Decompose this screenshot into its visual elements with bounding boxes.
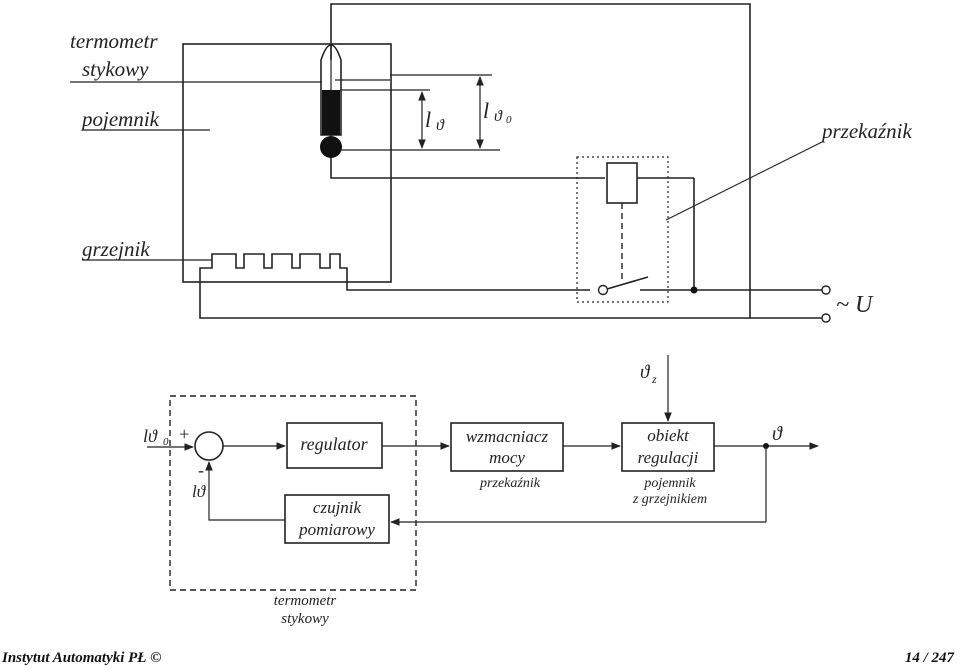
relay-box [576, 156, 669, 303]
amplifier-label-2: mocy [489, 448, 525, 467]
boundary-caption-1: termometr [274, 593, 337, 609]
svg-text:z: z [651, 372, 657, 386]
summing-junction [194, 431, 224, 461]
sensor-label-1: czujnik [313, 498, 362, 517]
heating-schematic: l ϑ l ϑ 0 termometr stykowy pojemnik prz… [70, 3, 912, 323]
amplifier-caption: przekaźnik [479, 476, 541, 491]
boundary-caption-2: stykowy [281, 611, 329, 627]
relay-contact [597, 284, 609, 296]
plus-sign: + [178, 424, 190, 444]
svg-text:ϑ: ϑ [436, 117, 445, 134]
block-diagram: termometr stykowy lϑ 0 + - lϑ regulator … [143, 355, 819, 627]
output-label: ϑ [772, 423, 783, 445]
label-l-theta0: l [483, 98, 489, 123]
svg-text:0: 0 [506, 114, 512, 126]
object-block [621, 422, 715, 472]
dimension-l-theta: l ϑ [390, 89, 445, 149]
object-label-1: obiekt [647, 426, 690, 445]
svg-text:0: 0 [163, 436, 169, 448]
label-thermometer-1: termometr [70, 29, 158, 53]
object-label-2: regulacji [638, 448, 699, 467]
footer-page-number: 14 / 247 [904, 650, 954, 666]
dimension-l-theta0: l ϑ 0 [390, 74, 512, 149]
sensor-label-2: pomiarowy [298, 520, 375, 539]
label-l-theta: l [425, 107, 431, 132]
label-thermometer-2: stykowy [82, 57, 149, 81]
svg-text:ϑ: ϑ [494, 108, 503, 125]
terminal-2 [821, 313, 831, 323]
container-outline [182, 43, 392, 283]
disturbance-label: ϑ [640, 362, 651, 383]
input-label: lϑ [143, 426, 158, 446]
terminal-1 [821, 285, 831, 295]
amplifier-label-1: wzmacniacz [466, 427, 549, 446]
relay-circuit-frame [199, 3, 751, 319]
object-caption-2: z grzejnikiem [632, 492, 707, 507]
thermometer-bulb [320, 136, 342, 158]
label-container: pojemnik [80, 107, 160, 131]
footer-institute: Instytut Automatyki PŁ © [2, 650, 162, 666]
contact-thermometer [320, 44, 500, 158]
thermometer-boundary [169, 395, 417, 591]
regulator-label: regulator [300, 434, 368, 454]
feedback-label: lϑ [192, 482, 207, 501]
label-heater: grzejnik [82, 237, 150, 261]
object-caption-1: pojemnik [643, 476, 696, 491]
minus-sign: - [198, 460, 204, 480]
amplifier-block [450, 422, 564, 472]
sensor-block [284, 494, 390, 544]
relay-coil [606, 162, 638, 204]
heater-element [199, 253, 590, 291]
label-relay: przekaźnik [820, 119, 912, 143]
label-supply: ~ U [836, 292, 874, 318]
thermometer-wire [330, 120, 605, 179]
